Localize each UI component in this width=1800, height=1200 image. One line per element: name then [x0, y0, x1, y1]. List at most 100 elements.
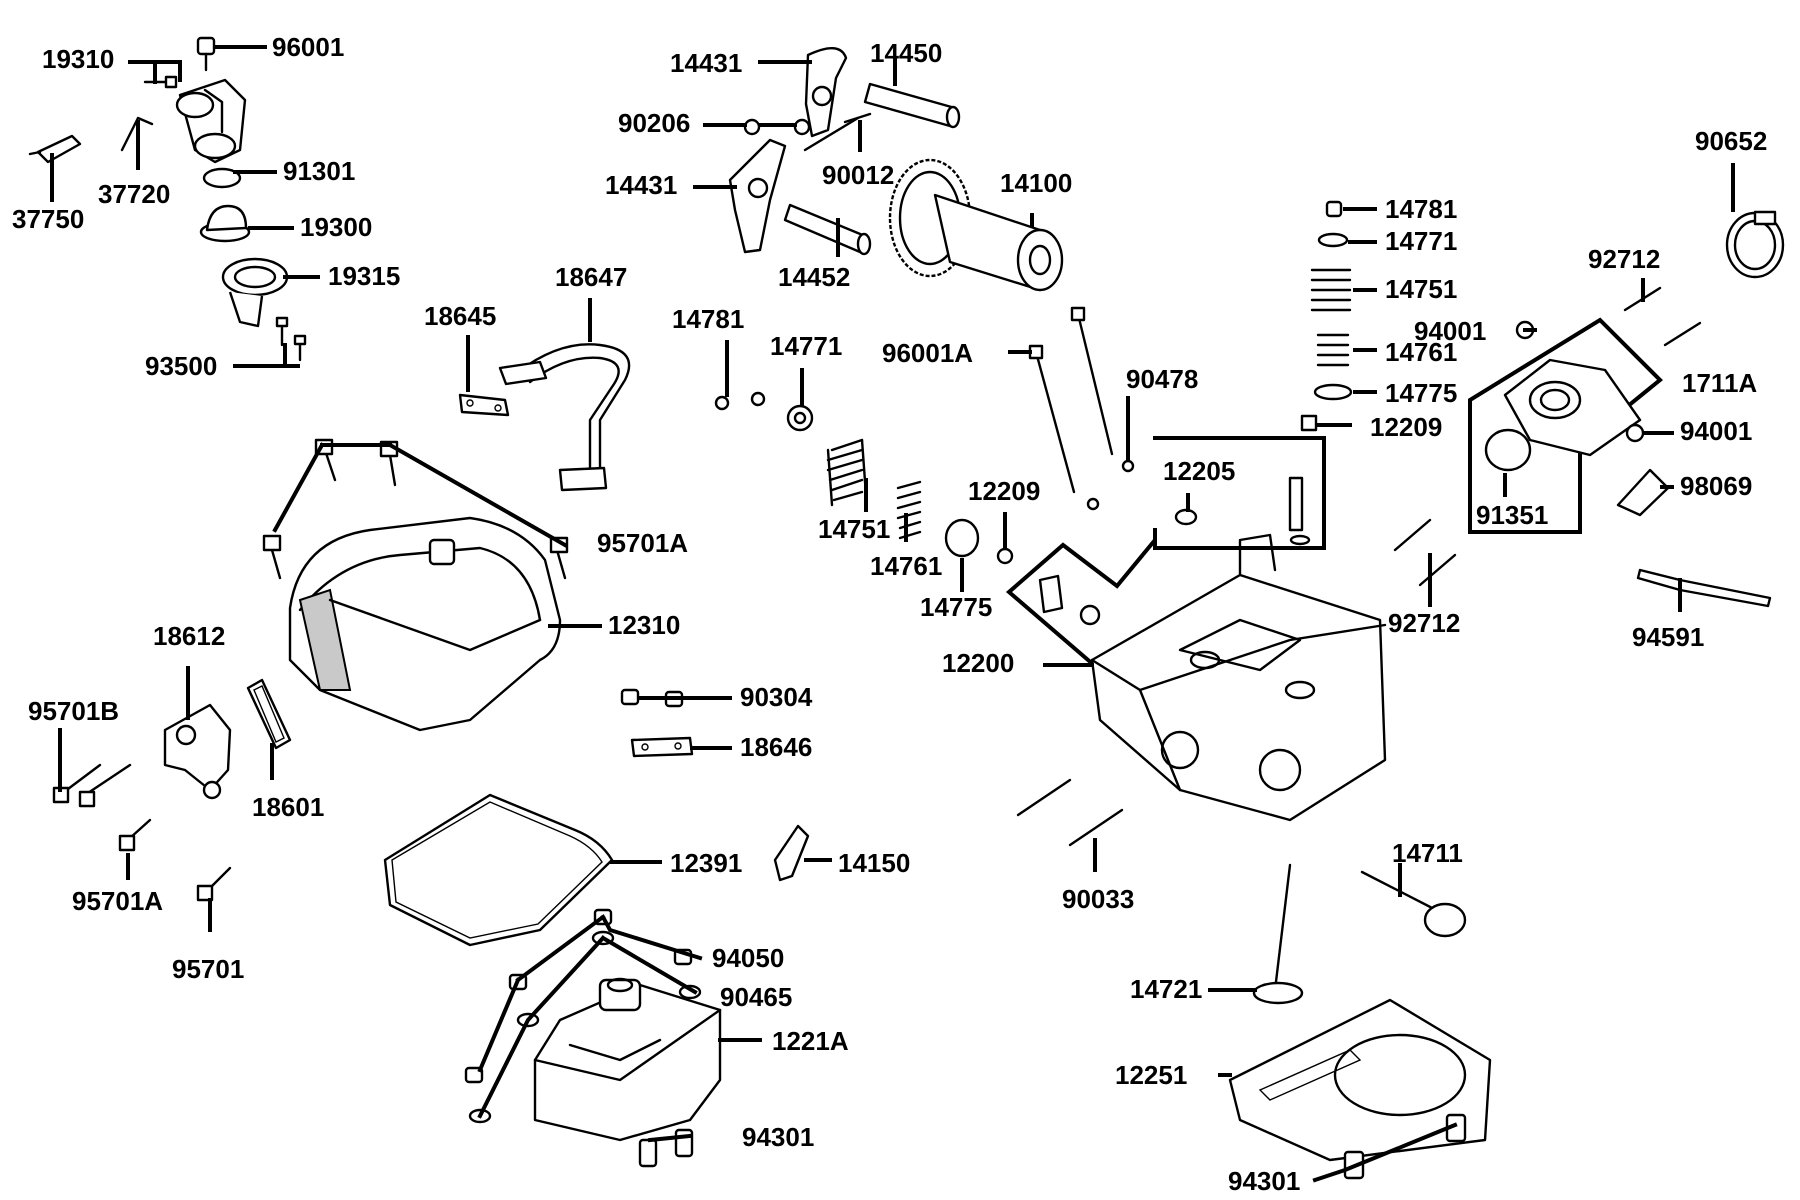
- label-92712-low: 92712: [1388, 608, 1460, 638]
- washers-90465: [468, 930, 702, 1124]
- head-gasket-12251: [1228, 998, 1492, 1162]
- label-18601: 18601: [252, 792, 324, 822]
- label-12209-left: 12209: [968, 476, 1040, 506]
- label-1221A: 1221A: [772, 1026, 849, 1056]
- label-14711: 14711: [1392, 838, 1463, 868]
- thermostat-19300: [199, 204, 251, 243]
- label-93500: 93500: [145, 351, 217, 381]
- bolts-95701B: [52, 763, 132, 808]
- cylinder-head-12200: [1090, 533, 1387, 822]
- cylinder-head-cover-12310: [288, 516, 562, 732]
- decomp-lever-14150: [773, 824, 810, 882]
- label-90206: 90206: [618, 108, 690, 138]
- label-12205: 12205: [1163, 456, 1235, 486]
- seal-14775-right: [1313, 383, 1353, 401]
- label-90033: 90033: [1062, 884, 1134, 914]
- detail-box-valve-guides: [1005, 436, 1326, 674]
- nut-94001-low: [1625, 423, 1645, 443]
- label-94301-right: 94301: [1228, 1166, 1300, 1196]
- label-14721: 14721: [1130, 974, 1202, 1004]
- bleed-screw-19310: [143, 75, 178, 89]
- studs-90033: [1016, 778, 1124, 847]
- label-95701B: 95701B: [28, 696, 119, 726]
- label-19300: 19300: [300, 212, 372, 242]
- spring-14761-left: [896, 480, 922, 540]
- label-14452: 14452: [778, 262, 850, 292]
- rocker-arm-14431-low: [728, 138, 787, 254]
- rocker-holder-1221A: [533, 977, 722, 1142]
- spring-14751-right: [1310, 268, 1352, 312]
- intake-manifold-1711A: [1503, 358, 1642, 457]
- label-18612: 18612: [153, 621, 225, 651]
- label-14775-left: 14775: [920, 592, 992, 622]
- spring-14761-right: [1316, 333, 1350, 367]
- rocker-shaft-14452: [783, 203, 872, 256]
- label-91351: 91351: [1476, 500, 1548, 530]
- retainer-14771-left: [786, 404, 814, 432]
- spring-14751-left: [826, 438, 868, 507]
- label-98069: 98069: [1680, 471, 1752, 501]
- rocker-shaft-14450: [863, 82, 961, 129]
- insulator-94591: [1636, 568, 1772, 608]
- clip-37720: [120, 116, 154, 152]
- label-95701A-top: 95701A: [597, 528, 688, 558]
- label-14431-top: 14431: [670, 48, 742, 78]
- label-12391: 12391: [670, 848, 742, 878]
- o-ring-91301: [202, 167, 242, 189]
- label-14761-right: 14761: [1385, 337, 1457, 367]
- label-18645: 18645: [424, 301, 496, 331]
- seal-12209-right: [1300, 414, 1318, 432]
- rocker-arm-14431-top: [804, 47, 848, 138]
- label-14450: 14450: [870, 38, 942, 68]
- label-14150: 14150: [838, 848, 910, 878]
- label-14771-left: 14771: [770, 331, 842, 361]
- valve-14721: [1252, 863, 1304, 1005]
- adjust-screw-90012: [803, 112, 872, 152]
- label-14761-left: 14761: [870, 551, 942, 581]
- cover-18612: [163, 703, 232, 800]
- seal-12209-left: [996, 547, 1014, 565]
- leader-lines: [50, 45, 1735, 1183]
- clamp-90652: [1725, 210, 1785, 279]
- label-94591: 94591: [1632, 622, 1704, 652]
- washer-90478: [1086, 459, 1135, 511]
- temp-sensor-37750: [28, 134, 82, 164]
- sensor-98069: [1616, 468, 1670, 517]
- label-12209-right: 12209: [1370, 412, 1442, 442]
- label-95701A-low: 95701A: [72, 886, 163, 916]
- thermostat-housing-19310: [175, 78, 247, 164]
- gasket-18601: [246, 678, 292, 750]
- label-96001A: 96001A: [882, 338, 973, 368]
- label-91301: 91301: [283, 156, 355, 186]
- label-90012: 90012: [822, 160, 894, 190]
- label-14100: 14100: [1000, 168, 1072, 198]
- detail-box-intake-manifold: [1468, 317, 1663, 534]
- label-14781-right: 14781: [1385, 194, 1457, 224]
- label-14751-right: 14751: [1385, 274, 1457, 304]
- oil-pipe-18647: [498, 343, 631, 492]
- bolt-95701A-low: [118, 818, 152, 852]
- label-12310: 12310: [608, 610, 680, 640]
- studs-92712-top: [1623, 286, 1702, 347]
- label-95701: 95701: [172, 954, 244, 984]
- label-94050: 94050: [712, 943, 784, 973]
- cotter-14781-left: [714, 391, 766, 411]
- valve-14711: [1360, 870, 1467, 938]
- label-14751-left: 14751: [818, 514, 890, 544]
- cotter-14781-right: [1325, 200, 1343, 218]
- bolt-95701: [196, 866, 232, 902]
- label-12251: 12251: [1115, 1060, 1187, 1090]
- bolt-96001-top: [196, 36, 216, 72]
- label-1711A: 1711A: [1682, 368, 1757, 398]
- label-37750: 37750: [12, 204, 84, 234]
- label-14431-low: 14431: [605, 170, 677, 200]
- label-14781-left: 14781: [672, 304, 744, 334]
- cover-gasket-12391: [383, 793, 614, 947]
- o-ring-91351: [1484, 428, 1532, 472]
- gasket-18646: [630, 736, 694, 758]
- label-94301-left: 94301: [742, 1122, 814, 1152]
- retainer-14771-right: [1317, 232, 1349, 248]
- label-14771-right: 14771: [1385, 226, 1457, 256]
- label-19310: 19310: [42, 44, 114, 74]
